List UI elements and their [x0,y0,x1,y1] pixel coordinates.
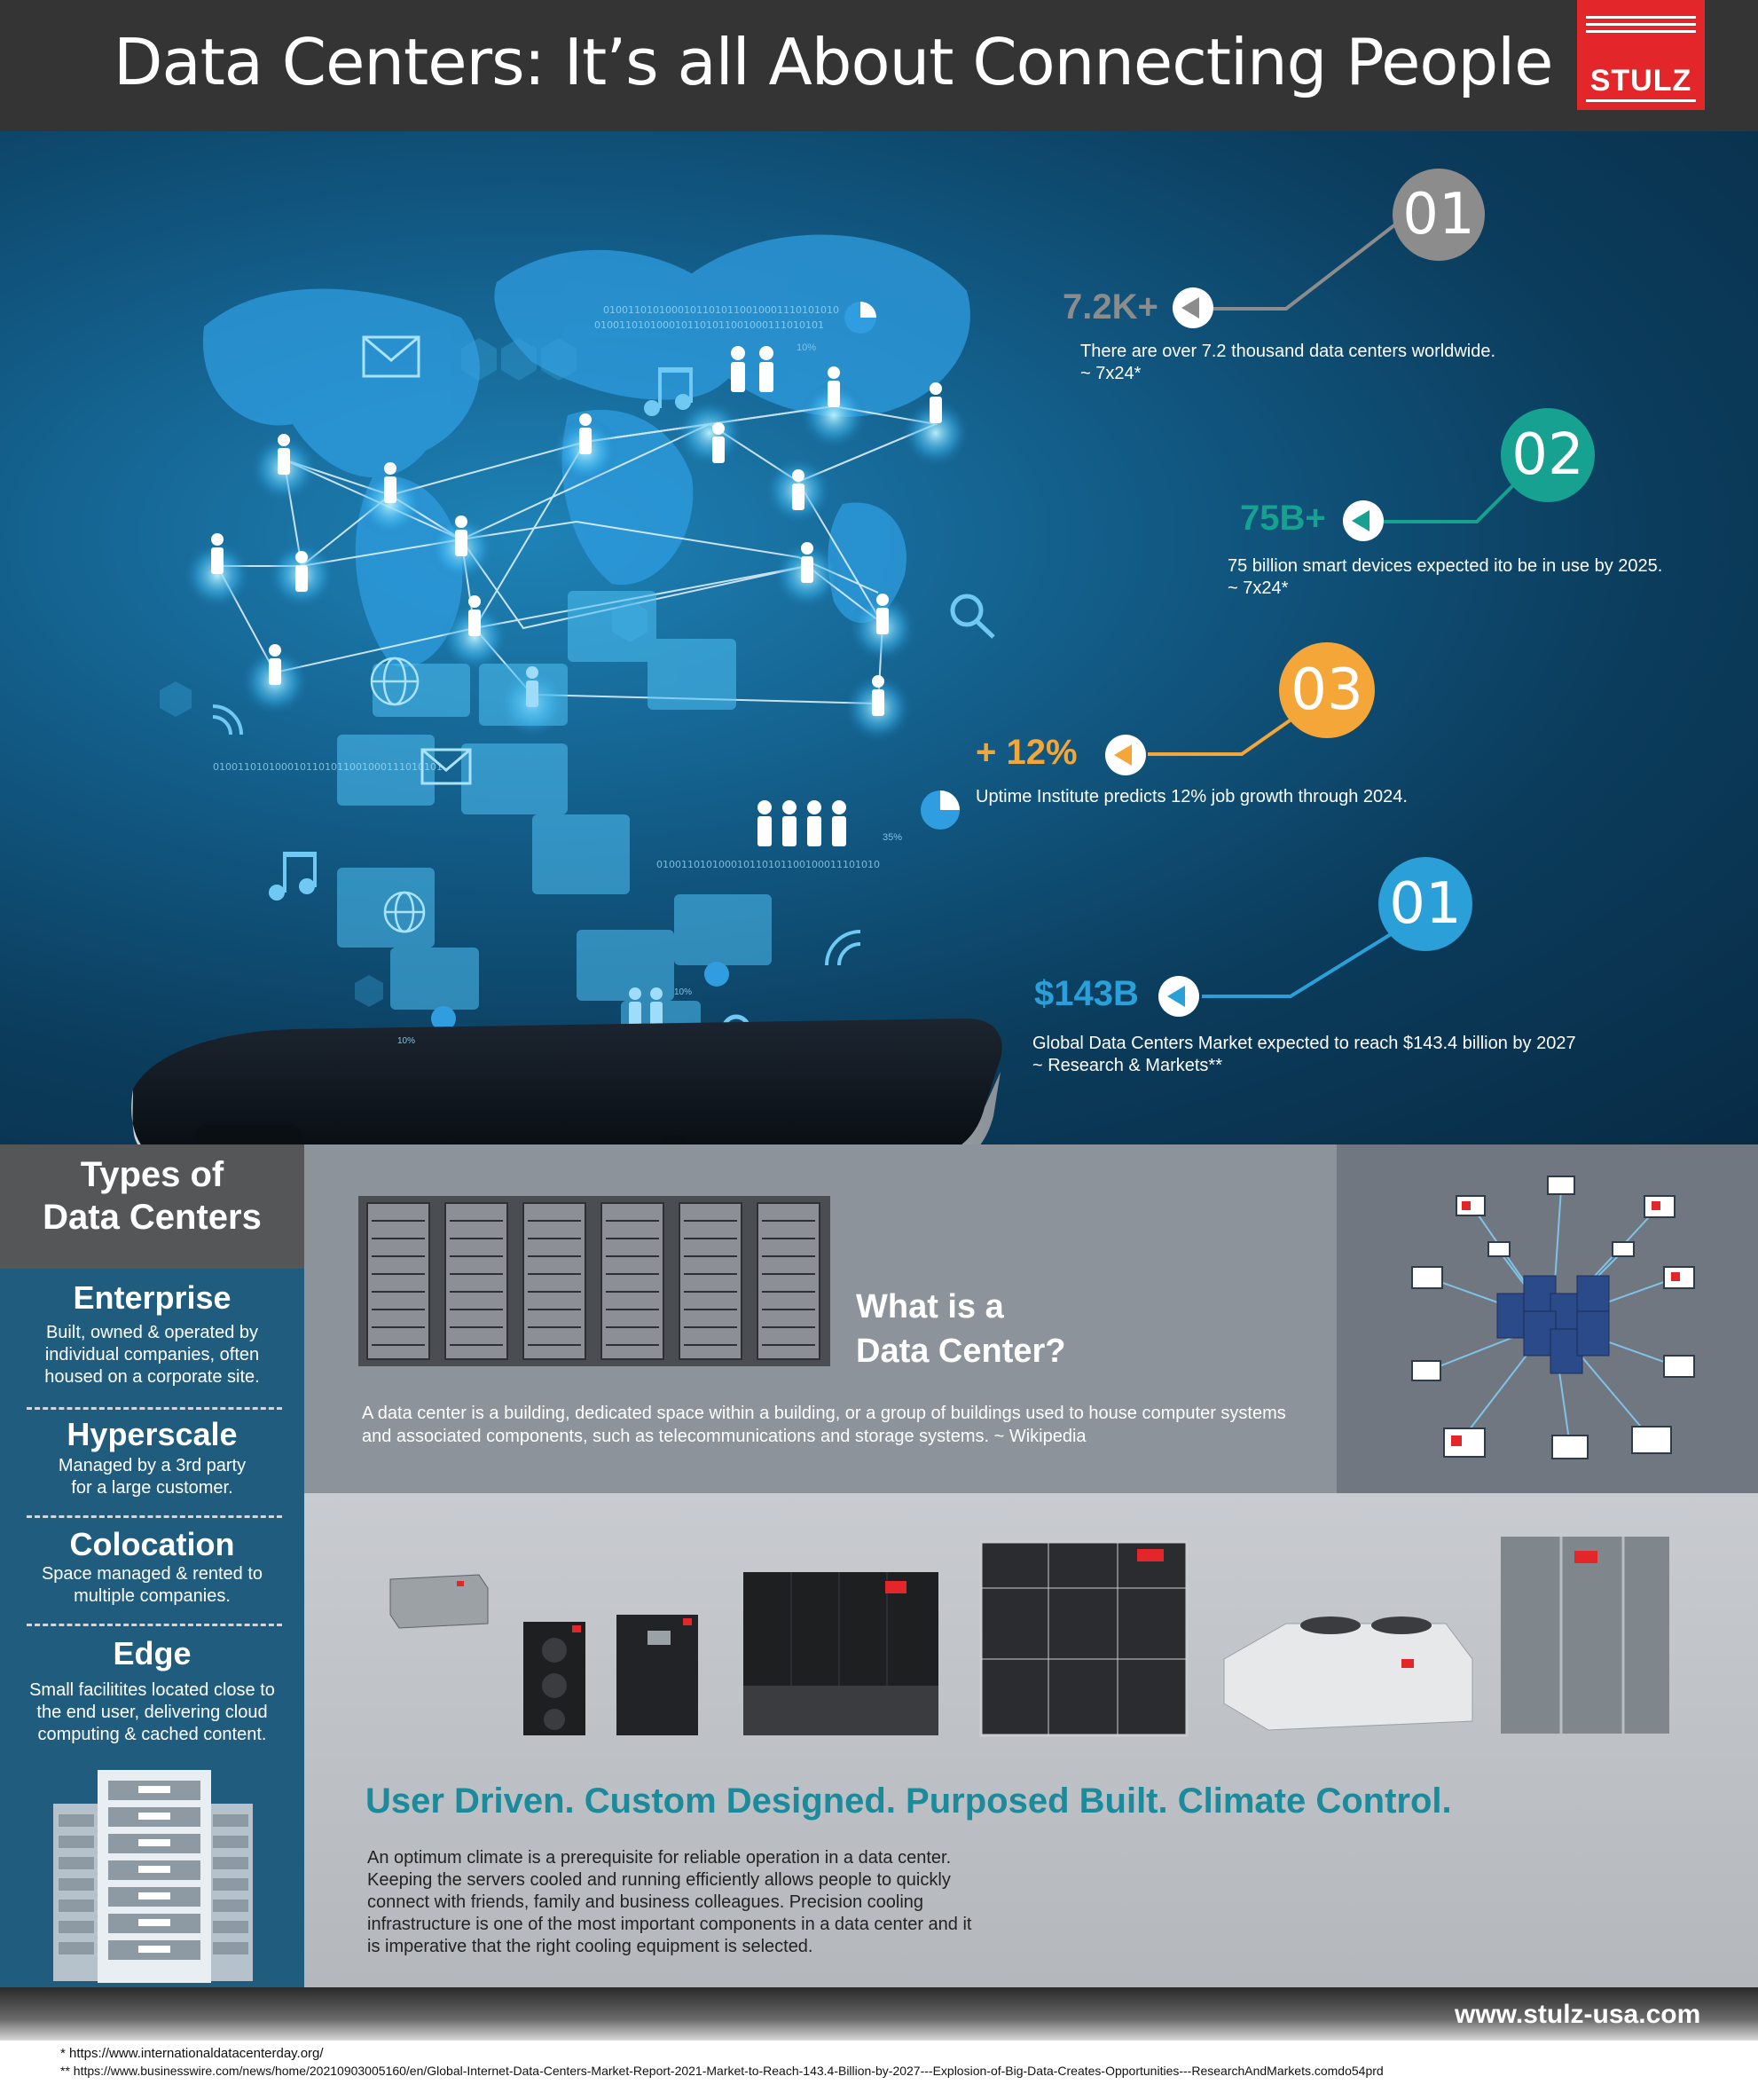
type-desc-hyperscale: Managed by a 3rd party for a large custo… [58,1456,247,1498]
footnote-2[interactable]: ** https://www.businesswire.com/news/hom… [60,2064,1384,2078]
logo-text: STULZ [1589,64,1692,98]
stat-source: ~ 7x24* [1080,364,1142,383]
stat-description: Uptime Institute predicts 12% job growth… [976,787,1408,806]
data-center-network-illustration [1411,1176,1695,1459]
world-network-illustration: 01001101010001011010110010001110101010 0… [131,234,1002,1144]
stat-source: ~ 7x24* [1228,578,1289,598]
stat-connectors [1148,211,1523,998]
svg-text:010011010100010110101100100011: 01001101010001011010110010001110101010 [603,304,839,316]
svg-text:010011010100010110101100100011: 010011010100010110101100100011101010 [656,859,880,870]
stat-badge-04: 01 [1378,857,1472,951]
what-title: What is a Data Center? [856,1285,1066,1373]
climate-title: User Driven. Custom Designed. Purposed B… [365,1781,1452,1821]
cooling-unit [389,1574,489,1629]
stulz-logo[interactable]: STULZ [1577,0,1705,110]
divider [27,1407,282,1410]
pie-chart-icon [431,302,960,1031]
divider [27,1624,282,1626]
divider [27,1515,282,1518]
envelope-icon [362,335,472,785]
types-header [0,1144,304,1269]
type-desc-edge: Small facilitites located close to the e… [29,1680,275,1744]
play-left-icon [1158,976,1199,1017]
smartphone-illustration [131,1019,1002,1144]
svg-text:010011010100010110101100100011: 0100110101000101101011001000111010101 [594,319,824,331]
page-title: Data Centers: It’s all About Connecting … [114,25,1553,99]
types-title-line1: Types of [80,1155,224,1194]
percent-label: 10% [797,342,817,353]
what-description: A data center is a building, dedicated s… [362,1404,1286,1446]
percent-label: 10% [397,1036,416,1046]
what-title-line1: What is a [856,1288,1004,1325]
play-left-icon [1173,287,1213,328]
stat-description: Global Data Centers Market expected to r… [1032,1034,1576,1053]
binary-code-text: 01001101010001011010110010001110101010 0… [213,304,880,870]
what-title-line2: Data Center? [856,1333,1066,1370]
stat-value: 7.2K+ [1063,287,1158,326]
stat-description: 75 billion smart devices expected ito be… [1228,556,1663,576]
stat-badge-02: 02 [1501,408,1595,502]
stat-value: 75B+ [1240,499,1326,538]
climate-description: An optimum climate is a prerequisite for… [367,1848,972,1956]
wifi-icon [212,704,861,966]
stat-description: There are over 7.2 thousand data centers… [1080,342,1496,361]
globe-icon [370,657,426,933]
footnote-1[interactable]: * https://www.internationaldatacenterday… [60,2046,324,2061]
server-rack-icon [53,1770,253,1983]
cooling-products-illustration [389,1537,1669,1737]
stat-source: ~ Research & Markets** [1032,1056,1222,1075]
stat-badge-01: 01 [1393,169,1485,261]
header-bar [0,0,1758,131]
server-rack-row-illustration [358,1196,830,1366]
footer-bar [0,1987,1758,2041]
stat-value: + 12% [976,733,1078,772]
percent-label: 10% [674,987,693,997]
type-name-colocation: Colocation [69,1526,235,1562]
website-link[interactable]: www.stulz-usa.com [1455,2000,1701,2029]
stat-value: $143B [1034,974,1139,1013]
hero-section: 01001101010001011010110010001110101010 0… [0,131,1758,1144]
types-title-line2: Data Centers [43,1198,262,1237]
percent-label: 35% [883,832,903,843]
types-title: Types of Data Centers [0,1153,304,1239]
type-name-hyperscale: Hyperscale [67,1416,238,1452]
play-left-icon [1105,735,1146,775]
type-name-enterprise: Enterprise [73,1279,232,1316]
type-name-edge: Edge [113,1635,192,1671]
svg-text:010011010100010110101100100011: 0100110101000101101011001000111010101 [213,761,443,773]
type-desc-enterprise: Built, owned & operated by individual co… [44,1323,260,1387]
play-left-icon [1343,500,1384,541]
music-note-icon [269,367,693,901]
type-desc-colocation: Space managed & rented to multiple compa… [41,1564,263,1606]
stat-badge-03: 03 [1279,642,1375,738]
